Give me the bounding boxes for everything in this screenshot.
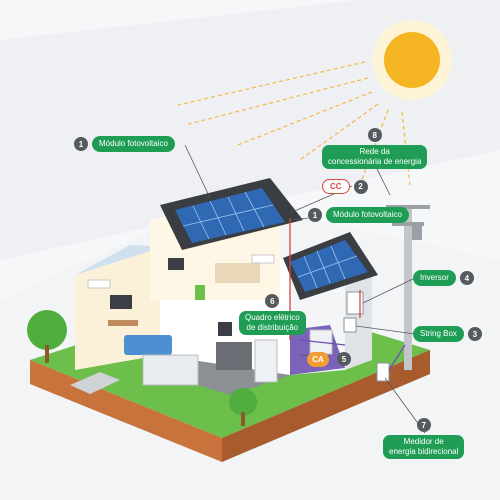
kitchen-counter [142,354,199,386]
label-text-line: Rede da [359,147,390,156]
utility-pole [404,205,412,370]
label-text-block: Rede da concessionária de energia [322,145,428,169]
label-number: 7 [416,418,431,432]
label-dc-current: CC 2 [322,179,368,194]
label-number: 3 [467,327,482,341]
label-text: Módulo fotovoltaico [92,136,175,152]
tree-icon [27,310,67,350]
label-number: 8 [367,128,382,142]
label-ac-current: 5 [337,352,351,366]
label-number: 1 [74,137,88,151]
monitor-icon [168,258,184,270]
label-number: 6 [265,294,280,308]
solar-panel-array [175,188,285,243]
bidirectional-meter-icon [376,362,390,382]
label-text-line: Quadro elétrico [245,313,300,322]
cc-tag: CC [322,179,350,194]
air-conditioner-icon [251,254,275,264]
label-text-line: Medidor de [403,437,444,446]
solar-panel-grid [182,191,274,240]
fridge-icon [254,339,278,383]
label-string-box: String Box 3 [413,326,482,342]
label-text-line: de distribuição [246,323,299,332]
label-inverter: Inversor 4 [413,270,474,286]
label-utility-grid: 8 Rede da concessionária de energia [322,128,428,169]
label-text-line: energia bidirecional [389,447,459,456]
label-number: 2 [353,179,368,194]
label-number: 1 [308,208,322,222]
tv-icon [110,295,132,309]
label-text-line: concessionária de energia [328,157,422,166]
air-conditioner-icon [87,279,111,289]
transformer-icon [412,226,422,240]
sofa-icon [124,335,172,355]
label-text-block: Medidor de energia bidirecional [383,435,465,459]
solar-panel-grid [297,245,358,289]
distribution-panel-icon [218,322,232,336]
ca-tag: CA [307,352,329,367]
label-photovoltaic-module-right: 1 Módulo fotovoltaico [308,207,409,223]
label-bidirectional-meter: 7 Medidor de energia bidirecional [383,418,465,459]
label-text-block: Quadro elétrico de distribuição [239,311,306,335]
bed-icon [215,263,260,283]
sun-icon [384,32,440,88]
string-box-icon [343,317,357,333]
label-number: 4 [459,271,474,285]
tree-icon [229,388,257,416]
house-roof-flat [75,245,240,275]
label-photovoltaic-module-top: 1 Módulo fotovoltaico [74,136,175,152]
steps [70,372,120,394]
label-text: String Box [413,326,464,342]
stove-icon [216,342,252,370]
label-text: Módulo fotovoltaico [326,207,409,223]
label-number: 5 [337,352,351,366]
label-text: Inversor [413,270,456,286]
label-distribution-panel: 6 Quadro elétrico de distribuição [239,294,306,335]
